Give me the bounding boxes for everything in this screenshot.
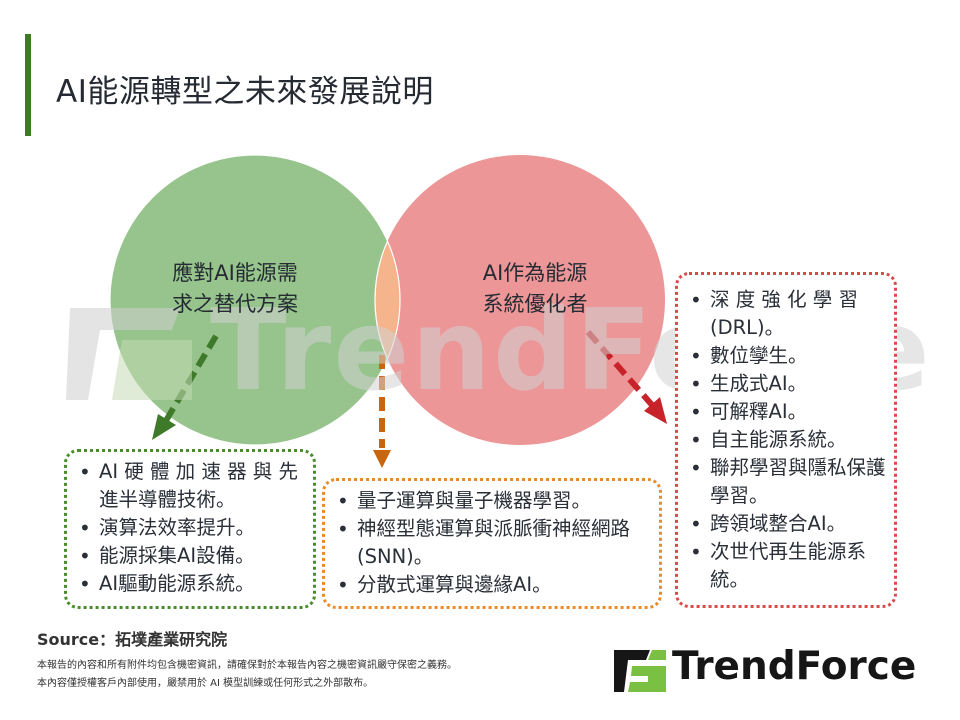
overlap-technologies-list: 量子運算與量子機器學習。 神經型態運算與派脈衝神經網路(SNN)。 分散式運算與… bbox=[333, 487, 655, 599]
list-item: 生成式AI。 bbox=[686, 370, 888, 398]
alternative-solutions-list: AI 硬 體 加 速 器 與 先進半導體技術。 演算法效率提升。 能源採集AI設… bbox=[75, 458, 309, 598]
source-label: Source：拓墣產業研究院 bbox=[37, 630, 228, 649]
trendforce-logo-icon bbox=[614, 650, 666, 692]
list-item: 自主能源系統。 bbox=[686, 426, 888, 454]
list-item: 次世代再生能源系統。 bbox=[686, 538, 888, 594]
list-item: 能源採集AI設備。 bbox=[75, 542, 309, 570]
left-label-line1: 應對AI能源需 bbox=[172, 261, 298, 285]
list-item: 可解釋AI。 bbox=[686, 398, 888, 426]
list-item: 數位孿生。 bbox=[686, 342, 888, 370]
right-label-line1: AI作為能源 bbox=[482, 261, 588, 285]
right-circle bbox=[375, 155, 665, 445]
list-item: 演算法效率提升。 bbox=[75, 514, 309, 542]
list-item: 跨領域整合AI。 bbox=[686, 510, 888, 538]
list-item: AI驅動能源系統。 bbox=[75, 570, 309, 598]
trendforce-logo-text: TrendForce bbox=[672, 644, 917, 689]
list-item: 分散式運算與邊緣AI。 bbox=[333, 571, 655, 599]
trendforce-logo: TrendForce bbox=[612, 644, 932, 696]
page-title: AI能源轉型之未來發展說明 bbox=[56, 74, 434, 110]
disclaimer-line-2: 本內容僅授權客戶內部使用，嚴禁用於 AI 模型訓練或任何形式之外部散布。 bbox=[37, 678, 374, 689]
title-accent-bar bbox=[25, 34, 31, 136]
system-optimizer-list: 深 度 強 化 學 習 (DRL)。 數位孿生。 生成式AI。 可解釋AI。 自… bbox=[686, 286, 888, 594]
list-item: 神經型態運算與派脈衝神經網路(SNN)。 bbox=[333, 515, 655, 571]
list-item: 聯邦學習與隱私保護學習。 bbox=[686, 454, 888, 510]
disclaimer-line-1: 本報告的內容和所有附件均包含機密資訊，請確保對於本報告內容之機密資訊嚴守保密之義… bbox=[37, 660, 457, 671]
overlap-technologies-box: 量子運算與量子機器學習。 神經型態運算與派脈衝神經網路(SNN)。 分散式運算與… bbox=[322, 478, 662, 609]
left-circle-label: 應對AI能源需 求之替代方案 bbox=[150, 258, 320, 320]
right-label-line2: 系統優化者 bbox=[482, 292, 588, 316]
right-circle-label: AI作為能源 系統優化者 bbox=[460, 258, 610, 320]
list-item: AI 硬 體 加 速 器 與 先進半導體技術。 bbox=[75, 458, 309, 514]
system-optimizer-box: 深 度 強 化 學 習 (DRL)。 數位孿生。 生成式AI。 可解釋AI。 自… bbox=[675, 272, 897, 608]
alternative-solutions-box: AI 硬 體 加 速 器 與 先進半導體技術。 演算法效率提升。 能源採集AI設… bbox=[64, 449, 316, 609]
list-item: 量子運算與量子機器學習。 bbox=[333, 487, 655, 515]
orange-arrow bbox=[373, 355, 391, 468]
left-label-line2: 求之替代方案 bbox=[172, 292, 298, 316]
red-arrow bbox=[585, 330, 667, 424]
list-item: 深 度 強 化 學 習 (DRL)。 bbox=[686, 286, 888, 342]
